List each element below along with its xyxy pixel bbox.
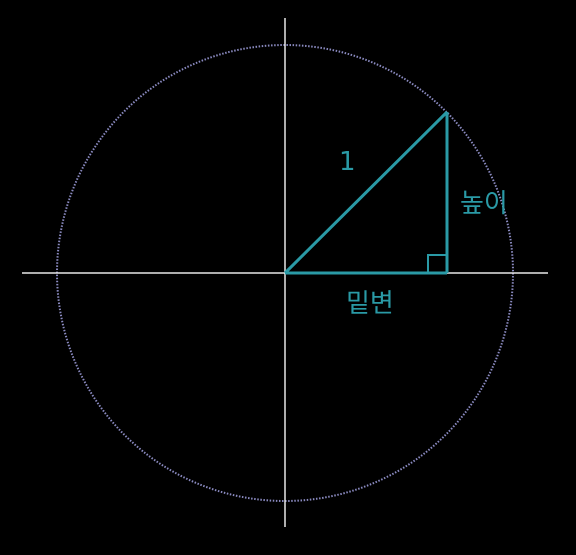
height-label: 높이 xyxy=(460,189,508,219)
right-angle-marker xyxy=(427,254,447,273)
base-label: 밑변 xyxy=(346,289,394,319)
hypotenuse-label: 1 xyxy=(339,147,356,177)
hypotenuse xyxy=(283,110,449,275)
